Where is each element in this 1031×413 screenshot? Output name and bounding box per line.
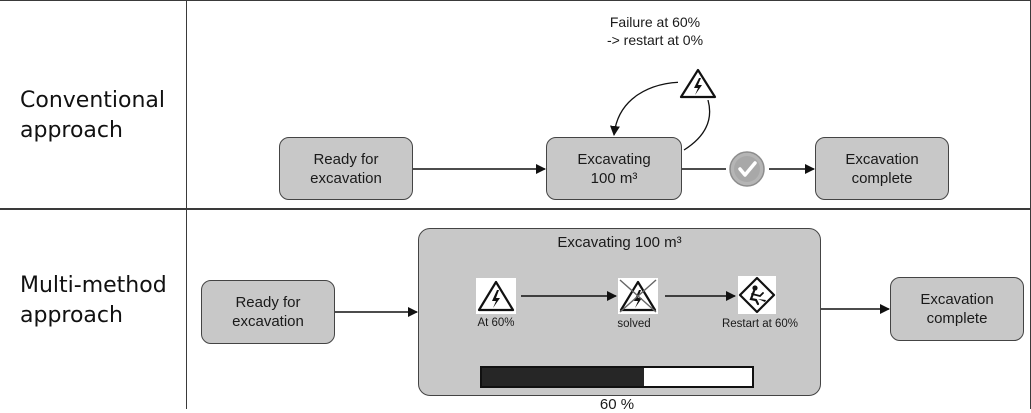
ready-for-excavation-node-multi: Ready for excavation: [201, 280, 335, 344]
failure-loop-out: [683, 99, 711, 151]
row-label-multi-method: Multi-method approach: [20, 273, 167, 328]
step-warning-crossed-icon: [618, 278, 658, 314]
step-label-restart: Restart at 60%: [721, 318, 799, 330]
label-column-divider: [186, 0, 187, 409]
failure-loop-back: [610, 81, 687, 136]
ready-for-excavation-node: Ready for excavation: [279, 137, 413, 200]
check-icon: [729, 151, 765, 187]
progress-bar: [480, 366, 754, 388]
step-label-at-60: At 60%: [477, 317, 515, 329]
row-divider: [0, 208, 1031, 210]
step-worker-digging-icon: [738, 276, 776, 314]
warning-icon: [678, 66, 718, 100]
progress-bar-fill: [482, 368, 644, 386]
step-label-solved: solved: [617, 318, 651, 330]
table-top-border: [0, 0, 1031, 1]
failure-restart-note: Failure at 60% -> restart at 0%: [606, 14, 704, 48]
progress-percentage-label: 60 %: [599, 396, 635, 413]
row-label-conventional: Conventional approach: [20, 88, 165, 143]
excavating-process-title: Excavating 100 m³: [557, 234, 682, 251]
step-warning-icon: [476, 278, 516, 314]
excavating-node: Excavating 100 m³: [546, 137, 682, 200]
excavation-complete-node-multi: Excavation complete: [890, 277, 1024, 341]
excavation-complete-node: Excavation complete: [815, 137, 949, 200]
